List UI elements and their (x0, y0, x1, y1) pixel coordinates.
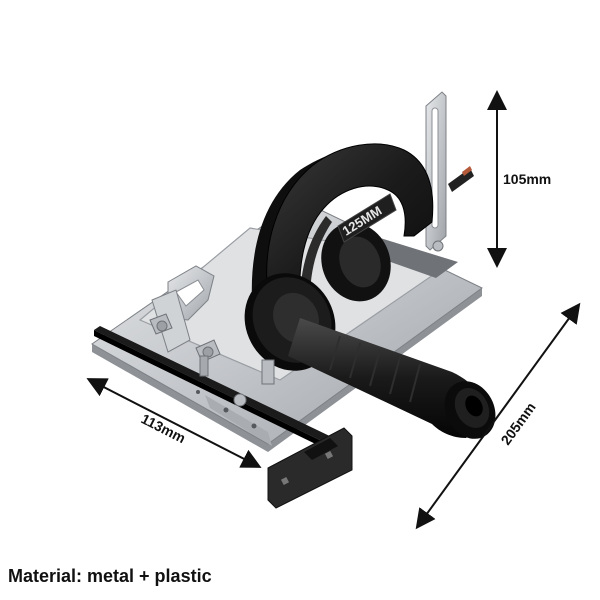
depth-adjust-plate (425, 91, 447, 252)
width-label: 113mm (139, 410, 189, 446)
rear-screw (448, 166, 474, 192)
wing-nut-right (195, 339, 221, 377)
clamp-housing: 125MM (251, 143, 434, 306)
wing-nut-left (149, 313, 173, 335)
height-label: 105mm (503, 171, 551, 187)
dimension-height: 105mm (487, 90, 551, 268)
material-caption: Material: metal + plastic (8, 566, 212, 586)
